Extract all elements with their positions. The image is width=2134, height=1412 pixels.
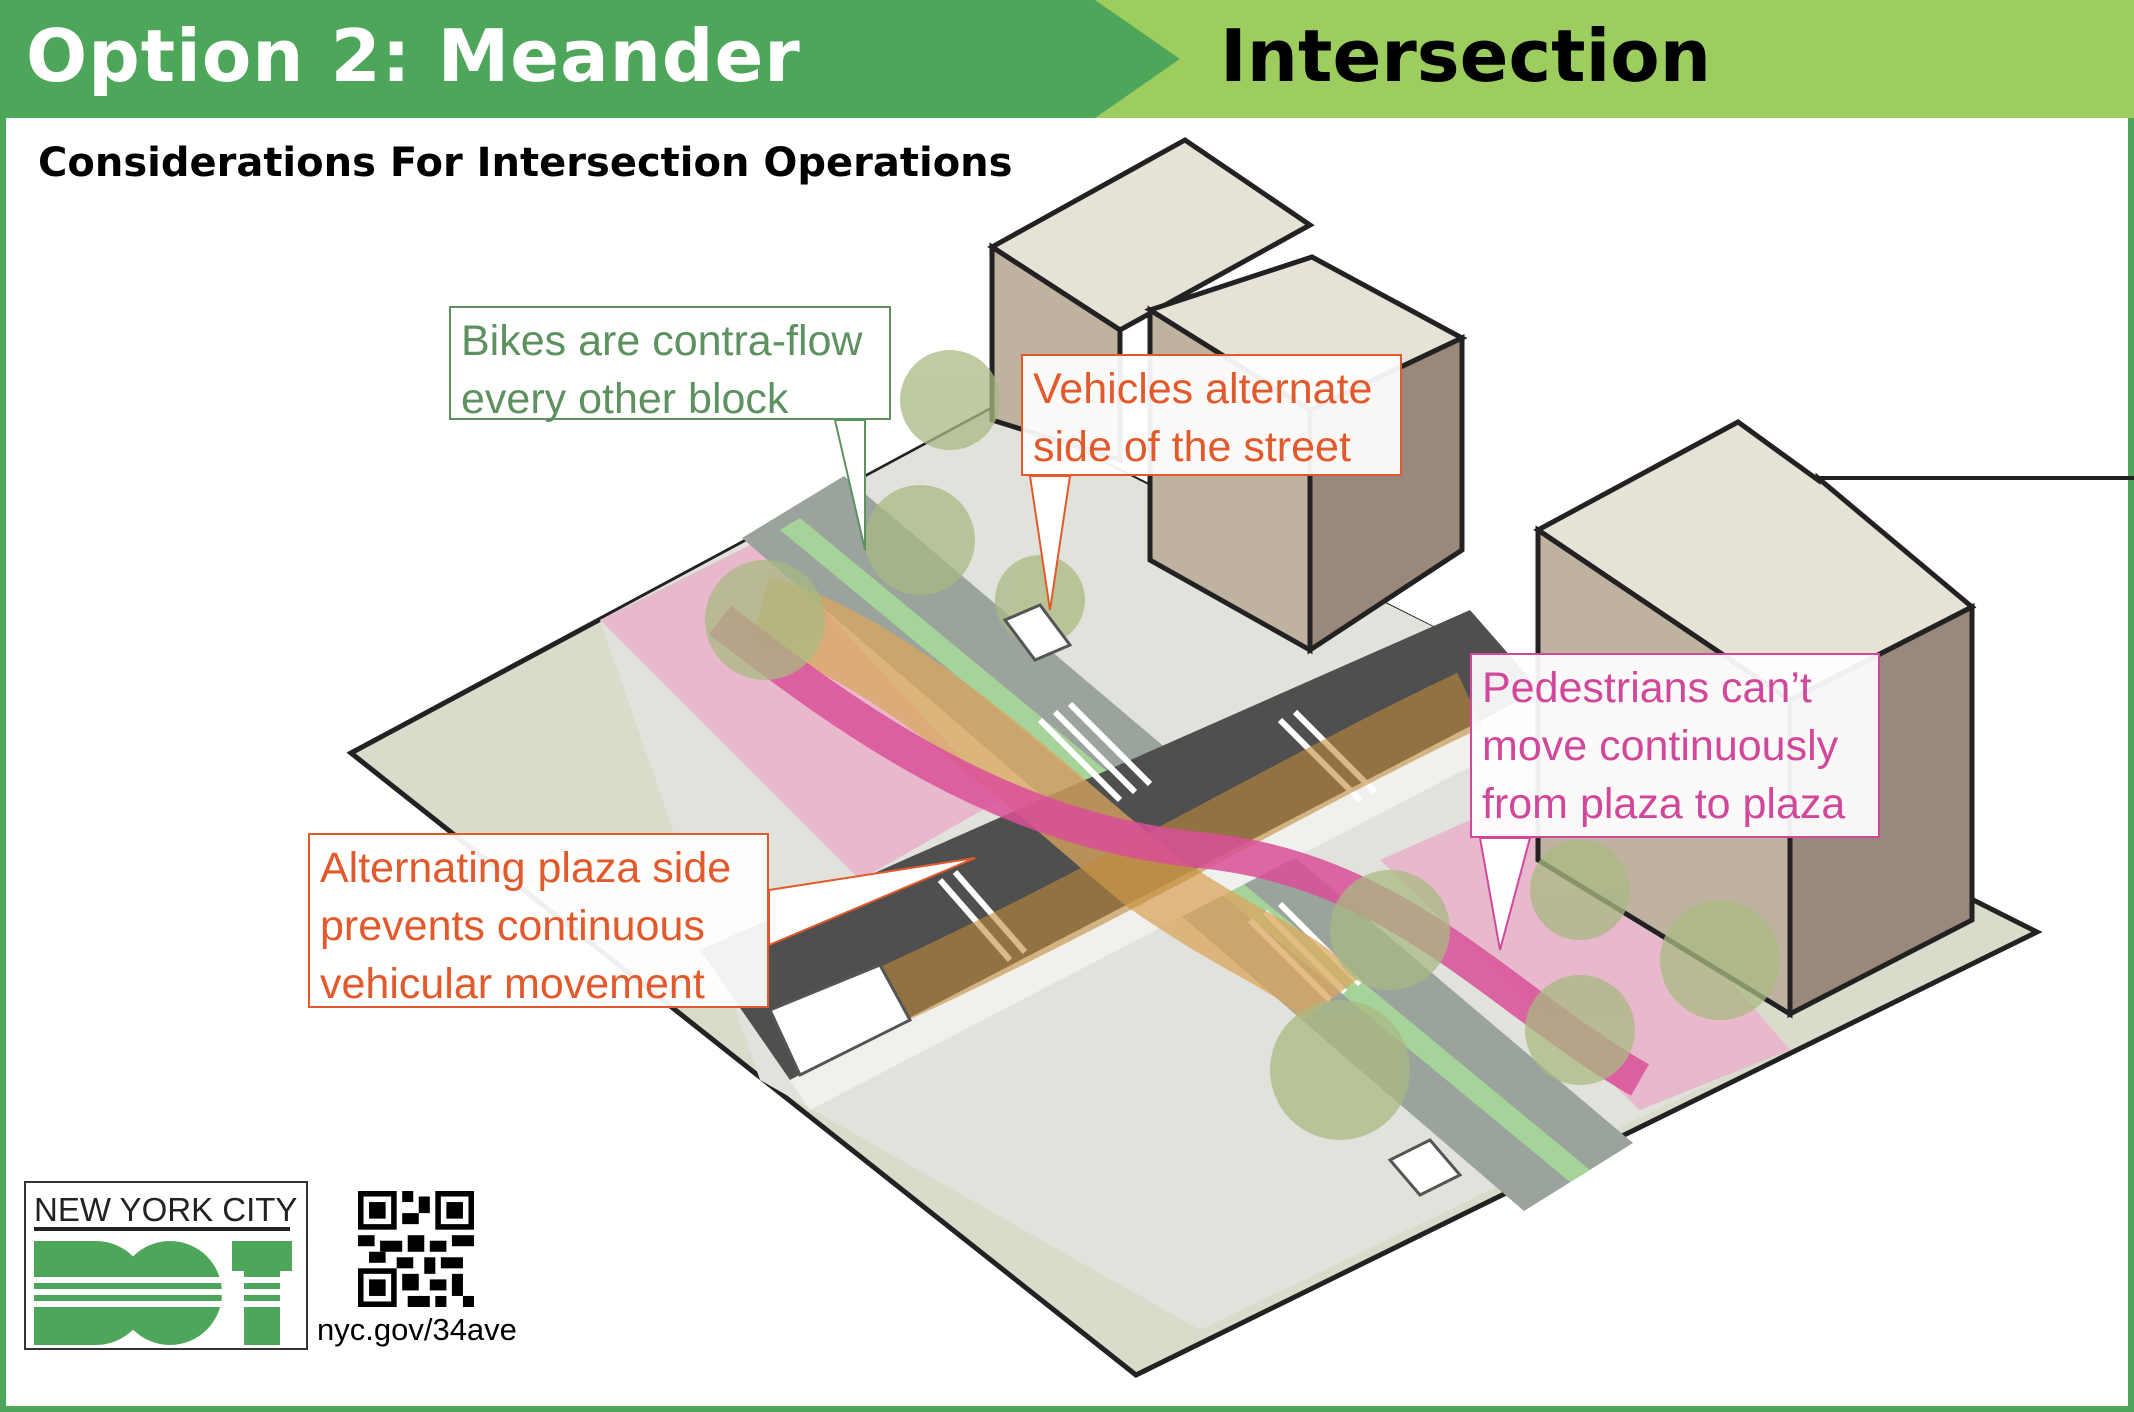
plaza-left xyxy=(600,540,1000,880)
callout-line: side of the street xyxy=(1033,423,1351,471)
plaza-pointer xyxy=(768,857,976,947)
header-band-right xyxy=(1095,0,2134,118)
nyc-dot-logo: NEW YORK CITY xyxy=(24,1181,308,1350)
callout-line: Alternating plaza side xyxy=(320,844,732,892)
pedestrians-pointer xyxy=(1478,837,1532,951)
header-band-left xyxy=(0,0,1180,118)
qr-url-link[interactable]: nyc.gov/34ave xyxy=(317,1312,517,1347)
car xyxy=(1002,603,1463,1197)
dot-logo-mark xyxy=(26,1227,306,1345)
callout-line: prevents continuous xyxy=(320,902,705,950)
callout-bikes: Bikes are contra-flow every other block xyxy=(449,306,891,423)
callout-line: vehicular movement xyxy=(320,960,705,1008)
callout-line: Bikes are contra-flow xyxy=(461,317,863,365)
callout-line: move continuously xyxy=(1482,722,1839,770)
callout-line: from plaza to plaza xyxy=(1482,780,1846,828)
callout-line: Vehicles alternate xyxy=(1033,365,1373,413)
trees xyxy=(705,350,1780,1140)
logo-text: NEW YORK CITY xyxy=(34,1191,298,1228)
subtitle: Considerations For Intersection Operatio… xyxy=(38,140,1013,186)
bikes-pointer xyxy=(833,419,866,551)
plaza-right xyxy=(1380,780,1790,1110)
callout-line: every other block xyxy=(461,375,789,423)
qr-code xyxy=(358,1191,474,1307)
callout-plaza: Alternating plaza side prevents continuo… xyxy=(308,833,769,1008)
section-title: Intersection xyxy=(1220,14,1711,98)
callout-line: Pedestrians can’t xyxy=(1482,664,1812,712)
pedestrian-flow-arrow xyxy=(709,605,1649,1096)
page-title: Option 2: Meander xyxy=(26,14,801,98)
callout-vehicles: Vehicles alternate side of the street xyxy=(1021,354,1402,476)
vehicles-pointer xyxy=(1028,475,1072,611)
callout-pedestrians: Pedestrians can’t move continuously from… xyxy=(1470,653,1880,838)
garbage-truck xyxy=(767,963,913,1078)
